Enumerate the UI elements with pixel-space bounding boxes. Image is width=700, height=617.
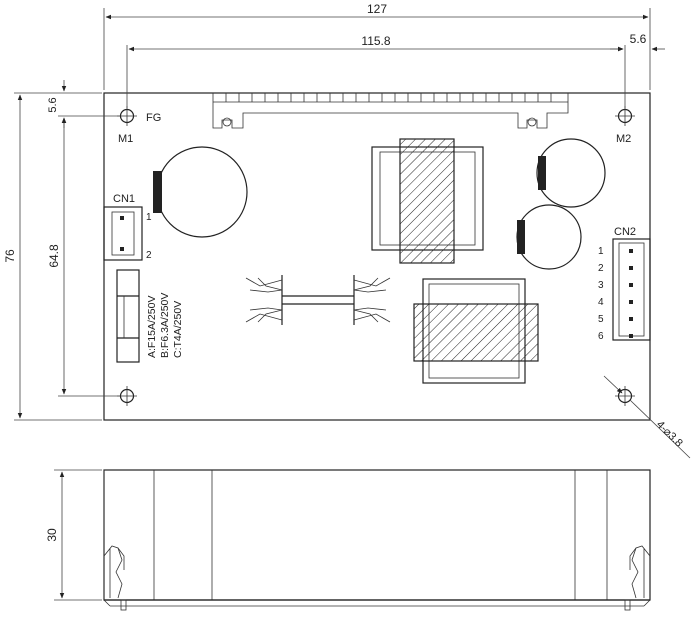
side-body (103, 469, 651, 601)
cn1-pin-1: 1 (146, 212, 152, 223)
m1-label: M1 (118, 133, 133, 145)
fuse-rating-a: A:F15A/250V (146, 296, 158, 358)
dim-hole-spec: 4-⌀3.8 (654, 419, 685, 450)
cn2-pin-3: 3 (598, 280, 604, 291)
fuse-rating-b: B:F6.3A/250V (159, 293, 171, 358)
fuse-rating-c: C:T4A/250V (172, 301, 184, 358)
heatsink-middle (245, 275, 391, 325)
side-clip-left (103, 545, 125, 599)
dim-hole-pitch-x: 115.8 (361, 34, 390, 48)
top-view: FG M1 M2 CN1 1 2 A:F15A/250V B:F6.3A/250… (103, 92, 651, 421)
cn2-label: CN2 (614, 226, 636, 238)
m2-label: M2 (616, 133, 631, 145)
cn2-connector: CN2 1 2 3 4 5 6 (598, 226, 651, 342)
transformer-main (371, 138, 484, 264)
dim-hole-pitch-y: 64.8 (47, 244, 61, 268)
mount-hole-m1 (117, 106, 137, 126)
pcb-outline (103, 92, 651, 421)
cn1-label: CN1 (113, 193, 135, 205)
top-heatsink (212, 93, 569, 129)
dim-height-side: 30 (45, 528, 59, 542)
dim-overall-width: 127 (367, 2, 387, 16)
dim-overall-height: 76 (3, 249, 17, 263)
cn1-pin-2: 2 (146, 250, 152, 261)
fg-label: FG (146, 112, 161, 124)
dimensions-side: 30 (45, 469, 102, 601)
dim-hole-offset-y: 5.6 (47, 97, 59, 112)
cn2-pin-6: 6 (598, 331, 604, 342)
cn2-pin-1: 1 (598, 246, 604, 257)
cn2-pin-2: 2 (598, 263, 604, 274)
mount-hole-bottom-right (615, 386, 635, 406)
cn1-connector: CN1 1 2 (103, 193, 152, 261)
capacitor-right-bottom (516, 204, 582, 270)
side-view (103, 469, 651, 611)
capacitor-right-top (536, 138, 606, 208)
side-clip-right (629, 545, 651, 599)
cn2-pin-5: 5 (598, 314, 604, 325)
fuse: A:F15A/250V B:F6.3A/250V C:T4A/250V (116, 269, 184, 363)
transformer-secondary (413, 278, 539, 384)
dim-hole-offset-x: 5.6 (630, 32, 647, 46)
cn2-pin-4: 4 (598, 297, 604, 308)
mount-hole-bottom-left (117, 386, 137, 406)
capacitor-left (153, 146, 248, 238)
mount-hole-m2 (615, 106, 635, 126)
dimensions-top: 127 115.8 5.6 76 64.8 5.6 4-⌀3.8 (3, 2, 691, 459)
